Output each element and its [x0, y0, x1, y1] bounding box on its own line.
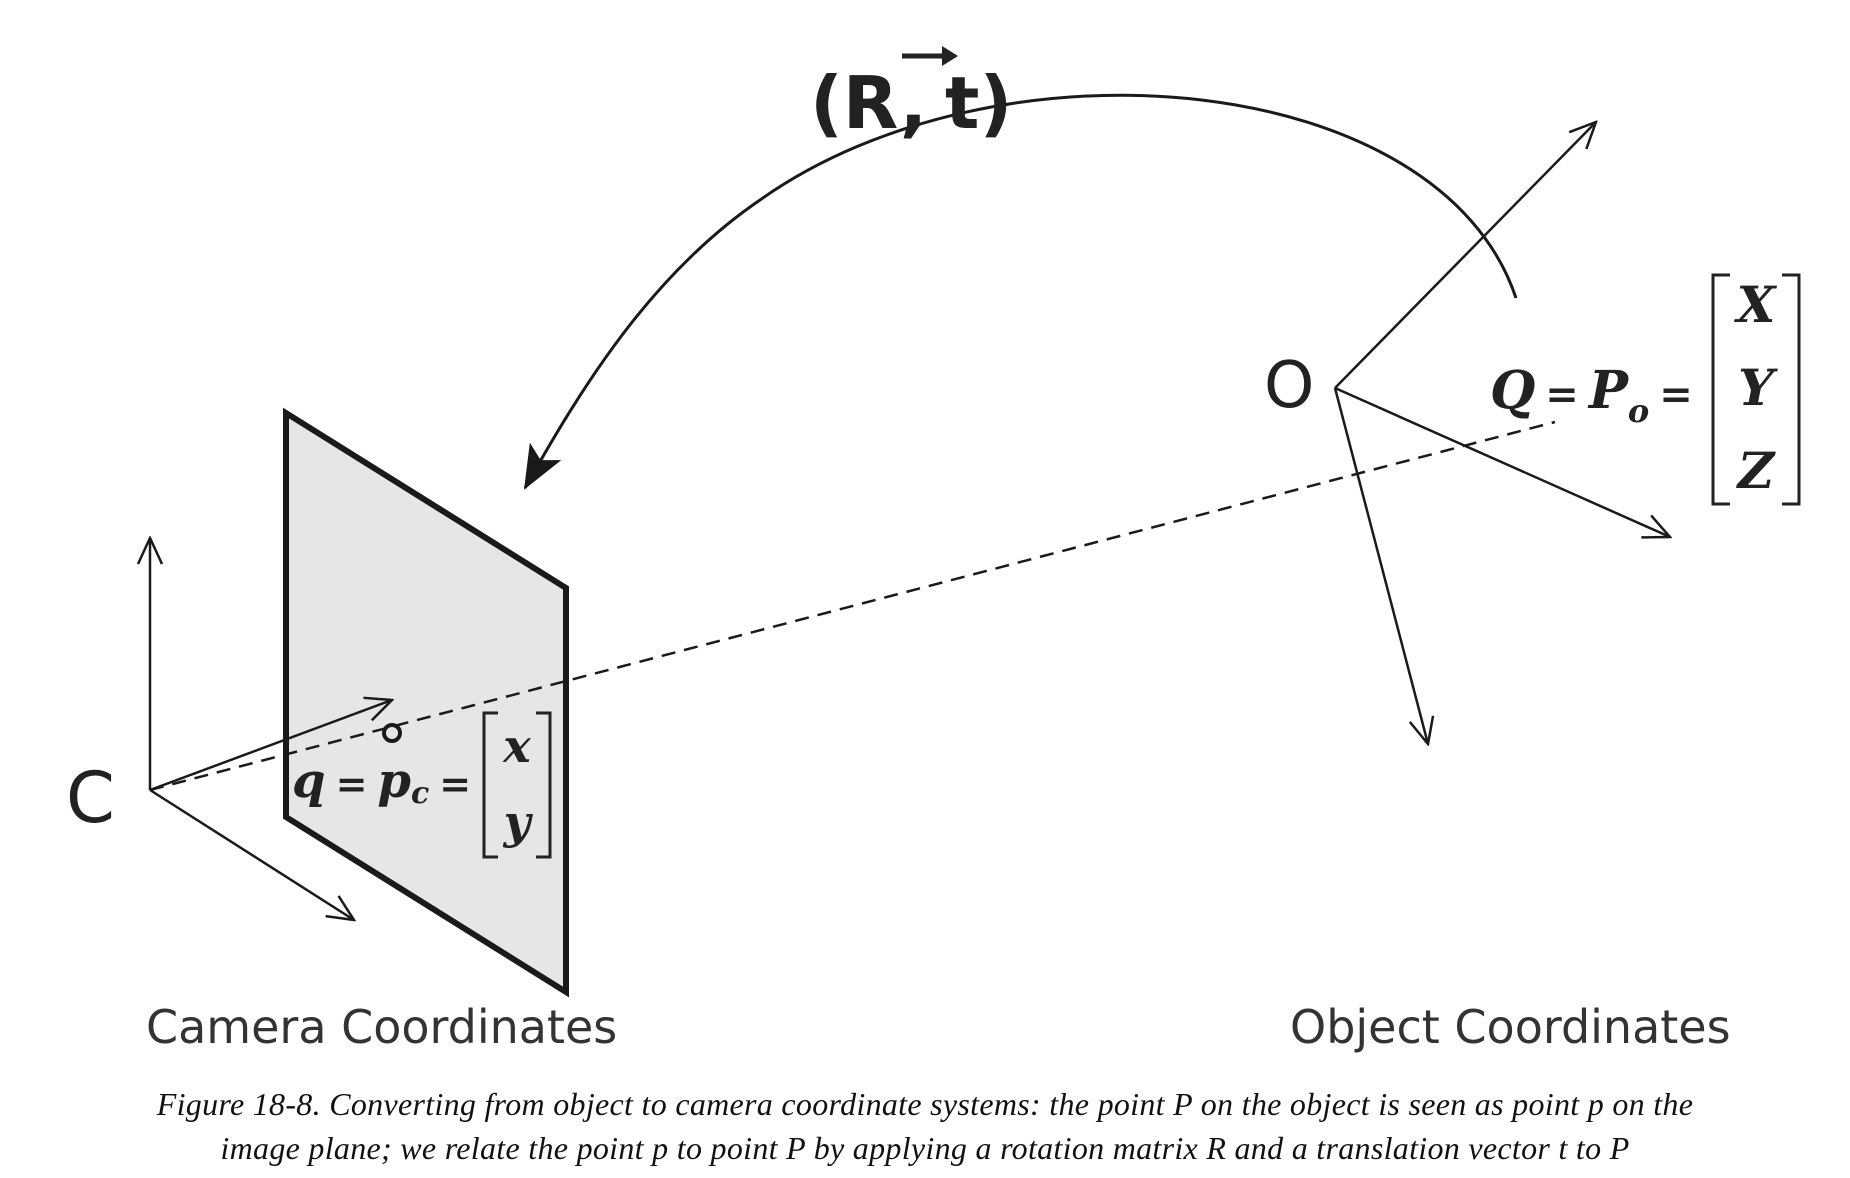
camera-eq-lhs: q=pc=	[292, 753, 471, 811]
object-vector-left-bracket	[1711, 273, 1730, 506]
camera-vector-left-bracket	[482, 711, 498, 859]
object-axis-right	[1334, 386, 1670, 537]
object-vector-X: X	[1734, 275, 1778, 334]
camera-eq-equals2: =	[439, 761, 471, 806]
camera-origin-label: C	[66, 757, 115, 839]
transform-open-paren: (	[810, 61, 843, 145]
object-eq-equals1: =	[1545, 371, 1579, 418]
camera-vector-x: x	[502, 719, 531, 773]
object-vector-Y: Y	[1738, 358, 1778, 417]
transform-close-paren: )	[979, 61, 1012, 145]
t-vector-arrowhead	[942, 46, 958, 66]
object-origin-label: O	[1264, 349, 1314, 423]
camera-coordinates-label: Camera Coordinates	[146, 1000, 617, 1054]
object-eq-sub: o	[1628, 392, 1649, 430]
object-axes	[1333, 122, 1670, 744]
camera-axis-down	[149, 788, 354, 920]
transform-R: R	[843, 61, 900, 145]
figure-caption: Figure 18-8. Converting from object to c…	[40, 1082, 1810, 1170]
object-axis-down	[1333, 387, 1428, 744]
figure-caption-line1: Figure 18-8. Converting from object to c…	[156, 1086, 1694, 1122]
object-coordinates-label: Object Coordinates	[1290, 1000, 1731, 1054]
object-eq-P: P	[1587, 360, 1630, 421]
figure-caption-line2: image plane; we relate the point p to po…	[220, 1130, 1630, 1166]
transform-label-text: (R,t)	[810, 61, 1012, 145]
transform-label: (R,t)	[810, 46, 1012, 145]
object-vector-Z: Z	[1736, 441, 1777, 500]
camera-axes	[150, 538, 392, 920]
object-eq-lhs: Q=Po=	[1490, 360, 1693, 430]
object-eq-equals2: =	[1659, 371, 1693, 418]
object-axis-up	[1334, 122, 1596, 389]
camera-eq-p: p	[377, 753, 411, 809]
camera-eq-equals1: =	[336, 761, 368, 806]
transform-t: t	[945, 61, 979, 145]
camera-axis-right	[149, 700, 392, 792]
camera-vector-right-bracket	[536, 711, 552, 859]
object-vector-right-bracket	[1782, 273, 1801, 506]
image-plane	[283, 407, 569, 998]
camera-equation: q=pc= x y	[292, 711, 552, 859]
transform-arrow	[523, 93, 1518, 490]
camera-vector-y: y	[503, 795, 534, 849]
transform-comma: ,	[900, 61, 927, 145]
camera-eq-q: q	[292, 753, 326, 809]
object-eq-Q: Q	[1490, 360, 1535, 421]
camera-eq-sub: c	[411, 776, 429, 811]
image-point	[382, 723, 402, 743]
object-equation: Q=Po= X Y Z	[1490, 273, 1801, 506]
